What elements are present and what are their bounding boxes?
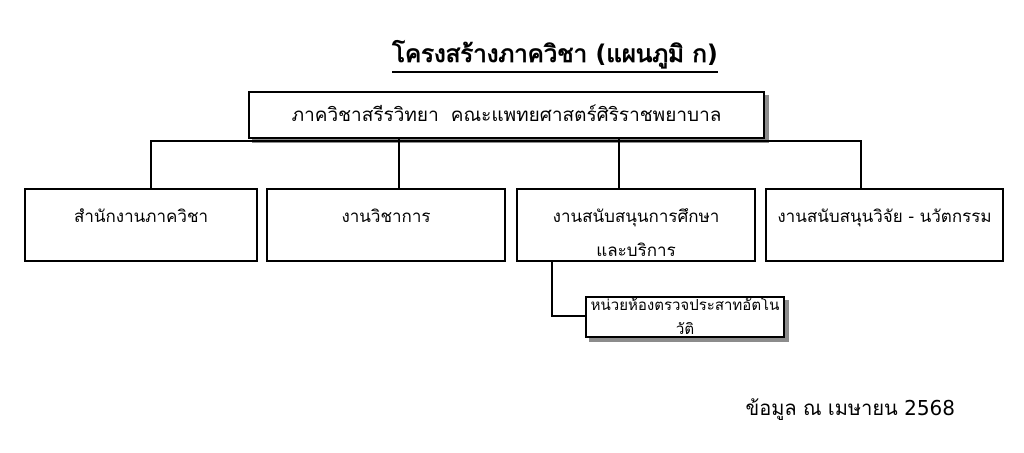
child-box-label: สำนักงานภาควิชา	[73, 207, 209, 227]
subunit-box-label: หน่วยห้องตรวจประสาทอัตโนวัติ	[590, 296, 780, 338]
page-title: โครงสร้างภาควิชา (แผนภูมิ ก)	[0, 34, 1024, 73]
child-box-label: งานสนับสนุนวิจัย - นวัตกรรม	[777, 207, 992, 227]
connector-subunit-horizontal	[551, 315, 587, 317]
connector-drop-academic	[398, 139, 400, 188]
connector-rail	[150, 140, 862, 142]
connector-subunit-vertical	[551, 262, 553, 317]
connector-drop-edu-support	[618, 139, 620, 188]
child-box-label: งานวิชาการ	[341, 207, 431, 227]
child-box-education-support: งานสนับสนุนการศึกษา และบริการ	[516, 188, 756, 262]
data-date-note: ข้อมูล ณ เมษายน 2568	[745, 396, 955, 420]
page-title-text: โครงสร้างภาควิชา (แผนภูมิ ก)	[392, 40, 718, 73]
root-box-department: ภาควิชาสรีรวิทยา คณะแพทยศาสตร์ศิริราชพยา…	[248, 91, 765, 139]
child-box-label-line-2: และบริการ	[596, 241, 676, 261]
child-box-label-line-1: งานสนับสนุนการศึกษา	[552, 207, 720, 227]
subunit-box-autonomic-lab: หน่วยห้องตรวจประสาทอัตโนวัติ	[585, 296, 785, 338]
child-box-research-innovation: งานสนับสนุนวิจัย - นวัตกรรม	[765, 188, 1004, 262]
child-box-department-office: สำนักงานภาควิชา	[24, 188, 258, 262]
root-box-label: ภาควิชาสรีรวิทยา คณะแพทยศาสตร์ศิริราชพยา…	[291, 104, 722, 126]
connector-drop-research	[860, 140, 862, 188]
connector-drop-office	[150, 140, 152, 188]
child-box-academic: งานวิชาการ	[266, 188, 506, 262]
